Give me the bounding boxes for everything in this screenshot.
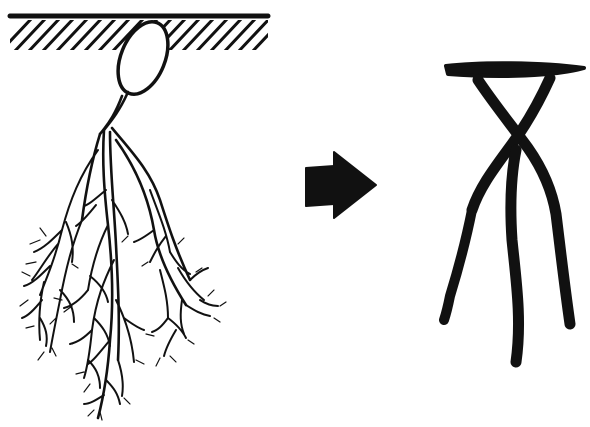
glyph-top-stroke [446, 63, 584, 76]
right-root-branch [134, 190, 218, 356]
root-sketch [0, 15, 284, 420]
glyph-left-leg [444, 210, 472, 320]
glyph [444, 63, 584, 362]
main-root [82, 92, 190, 418]
center-root-branches [64, 190, 144, 404]
seed [108, 15, 177, 102]
arrow [306, 152, 376, 218]
glyph-center-leg [511, 150, 519, 362]
arrow-right-icon [306, 152, 376, 218]
left-root-branch [22, 150, 98, 352]
